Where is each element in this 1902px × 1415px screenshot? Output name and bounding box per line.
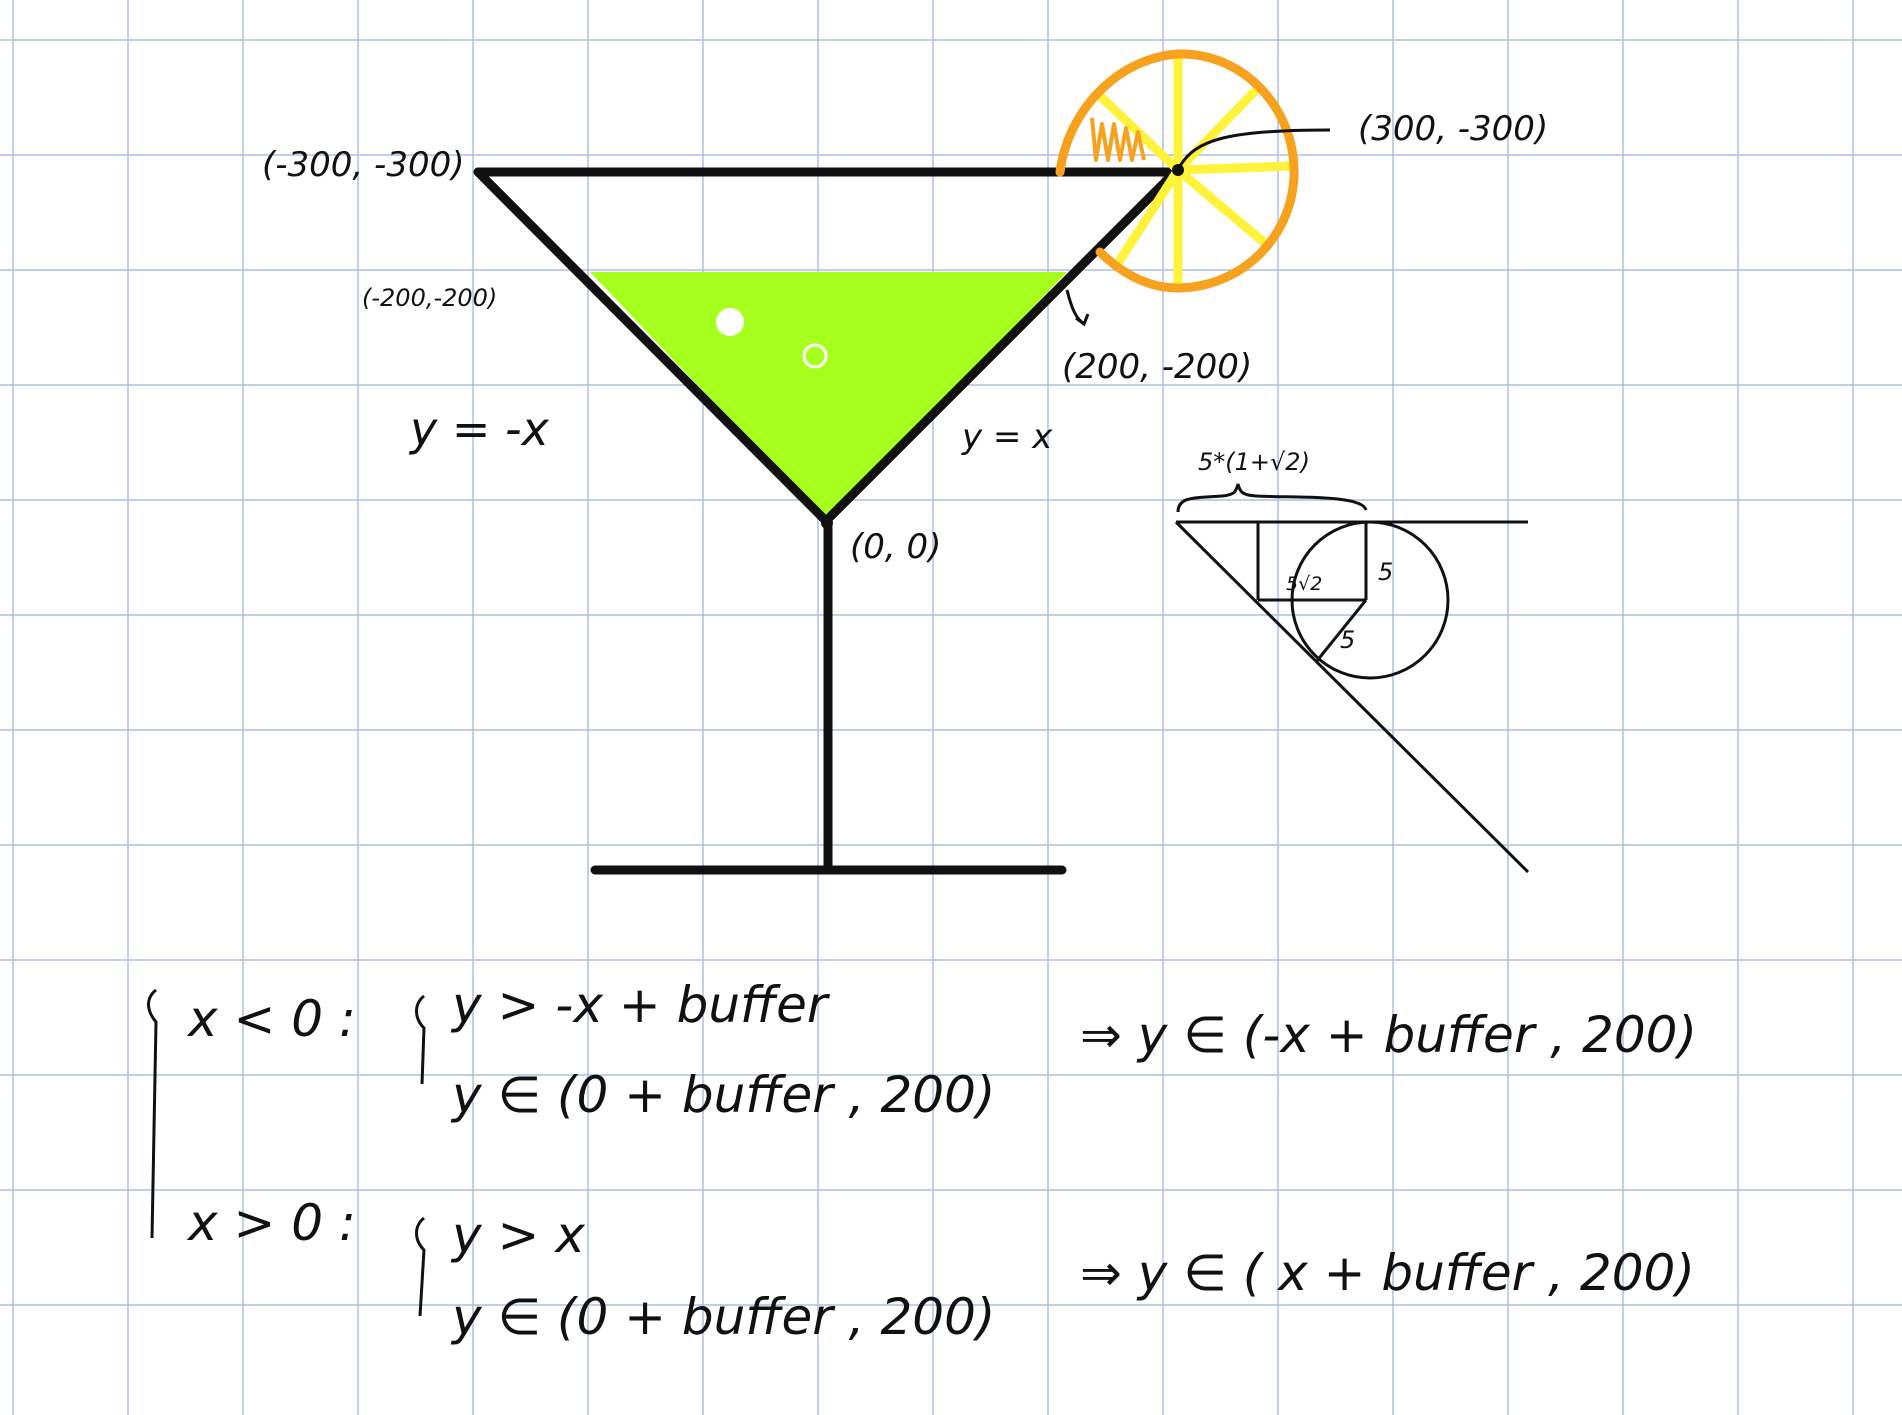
bubble-filled (716, 308, 744, 336)
glass-left-side (473, 167, 831, 526)
inset-width-label: 5*(1+√2) (1198, 448, 1310, 476)
cocktail-glass (473, 167, 1180, 875)
orange-slice (1055, 49, 1331, 293)
label-line-right: y = x (961, 417, 1053, 457)
origin-dot (821, 517, 833, 529)
case1-result: ⇒ y ∈ (-x + buffer , 200) (1080, 1006, 1697, 1064)
inset-label-5sqrt2: 5√2 (1286, 573, 1322, 595)
inset-width-brace (1176, 483, 1368, 513)
label-liquid-left: (-200,-200) (362, 284, 497, 312)
label-top-left: (-300, -300) (262, 145, 464, 185)
inset-radius (1314, 599, 1368, 663)
case1-line2: y ∈ (0 + buffer , 200) (450, 1066, 995, 1124)
orange-pulp-scribble (1090, 117, 1146, 162)
outer-brace (147, 988, 158, 1239)
case2-result: ⇒ y ∈ ( x + buffer , 200) (1080, 1244, 1695, 1302)
inset-label-5-diag: 5 (1340, 626, 1355, 654)
bubble-hollow (802, 343, 828, 369)
rim-corner-dot (1172, 164, 1184, 176)
equations-braces (147, 988, 426, 1317)
case2-line2: y ∈ (0 + buffer , 200) (450, 1288, 995, 1346)
inset-diagonal-line (1174, 520, 1530, 874)
case2-condition: x > 0 : (186, 1194, 356, 1252)
orange-peel (1055, 49, 1299, 293)
inset-geometry (1174, 483, 1530, 874)
case1-condition: x < 0 : (186, 990, 356, 1048)
case1-line1: y > -x + buffer (450, 976, 831, 1034)
case2-brace (415, 1216, 426, 1317)
case1-brace (415, 994, 426, 1085)
label-origin: (0, 0) (850, 527, 941, 567)
label-line-left: y = -x (408, 402, 550, 456)
orange-segments (1093, 49, 1297, 291)
liquid-fill (590, 272, 1067, 521)
label-liquid-right: (200, -200) (1062, 347, 1252, 387)
pointer-arrow (1065, 289, 1090, 327)
pointer-curve (1178, 128, 1331, 167)
inset-label-5-side: 5 (1378, 558, 1393, 586)
glass-right-side (821, 167, 1180, 526)
label-top-right: (300, -300) (1358, 109, 1548, 149)
case2-line1: y > x (450, 1206, 585, 1264)
